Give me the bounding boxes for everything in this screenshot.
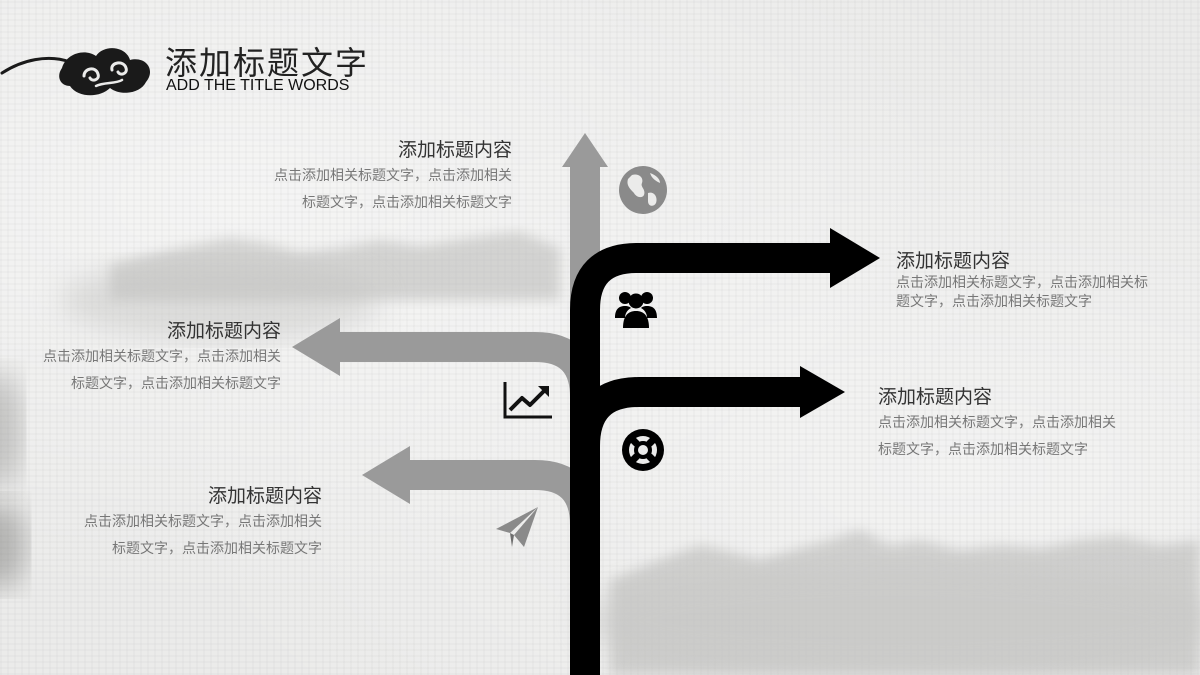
gray-left-arrow-lower xyxy=(362,446,600,675)
item-block-right-lower: 添加标题内容 点击添加相关标题文字，点击添加相关标题文字，点击添加相关标题文字 xyxy=(878,384,1128,464)
item-title: 添加标题内容 xyxy=(207,485,322,507)
item-title: 添加标题内容 xyxy=(166,320,281,342)
auspicious-cloud-logo xyxy=(0,48,151,96)
lifebuoy-icon xyxy=(622,429,664,471)
item-description: 点击添加相关标题文字，点击添加相关标题文字，点击添加相关标题文字 xyxy=(43,349,281,392)
item-block-left-upper: 添加标题内容 点击添加相关标题文字，点击添加相关标题文字，点击添加相关标题文字 xyxy=(31,318,281,398)
item-block-top: 添加标题内容 点击添加相关标题文字，点击添加相关标题文字，点击添加相关标题文字 xyxy=(262,137,512,217)
chart-line-icon xyxy=(503,382,552,419)
item-block-right-upper: 添加标题内容 点击添加相关标题文字，点击添加相关标题文字，点击添加相关标题文字 xyxy=(896,248,1156,312)
item-description: 点击添加相关标题文字，点击添加相关标题文字，点击添加相关标题文字 xyxy=(274,168,512,211)
item-title: 添加标题内容 xyxy=(397,139,512,161)
page-title: 添加标题文字 xyxy=(165,44,370,82)
black-right-arrow-lower xyxy=(570,366,845,520)
gray-left-arrow-upper xyxy=(292,318,600,675)
item-description: 点击添加相关标题文字，点击添加相关标题文字，点击添加相关标题文字 xyxy=(878,415,1116,458)
page-subtitle: ADD THE TITLE WORDS xyxy=(166,77,350,94)
item-block-left-lower: 添加标题内容 点击添加相关标题文字，点击添加相关标题文字，点击添加相关标题文字 xyxy=(72,483,322,563)
item-description: 点击添加相关标题文字，点击添加相关标题文字，点击添加相关标题文字 xyxy=(84,514,322,557)
globe-icon xyxy=(619,166,667,214)
item-title: 添加标题内容 xyxy=(878,386,993,408)
users-icon xyxy=(615,292,657,328)
paper-plane-icon xyxy=(496,507,538,547)
item-title: 添加标题内容 xyxy=(896,250,1011,272)
black-right-arrow-upper xyxy=(570,228,880,675)
item-description: 点击添加相关标题文字，点击添加相关标题文字，点击添加相关标题文字 xyxy=(896,275,1148,310)
